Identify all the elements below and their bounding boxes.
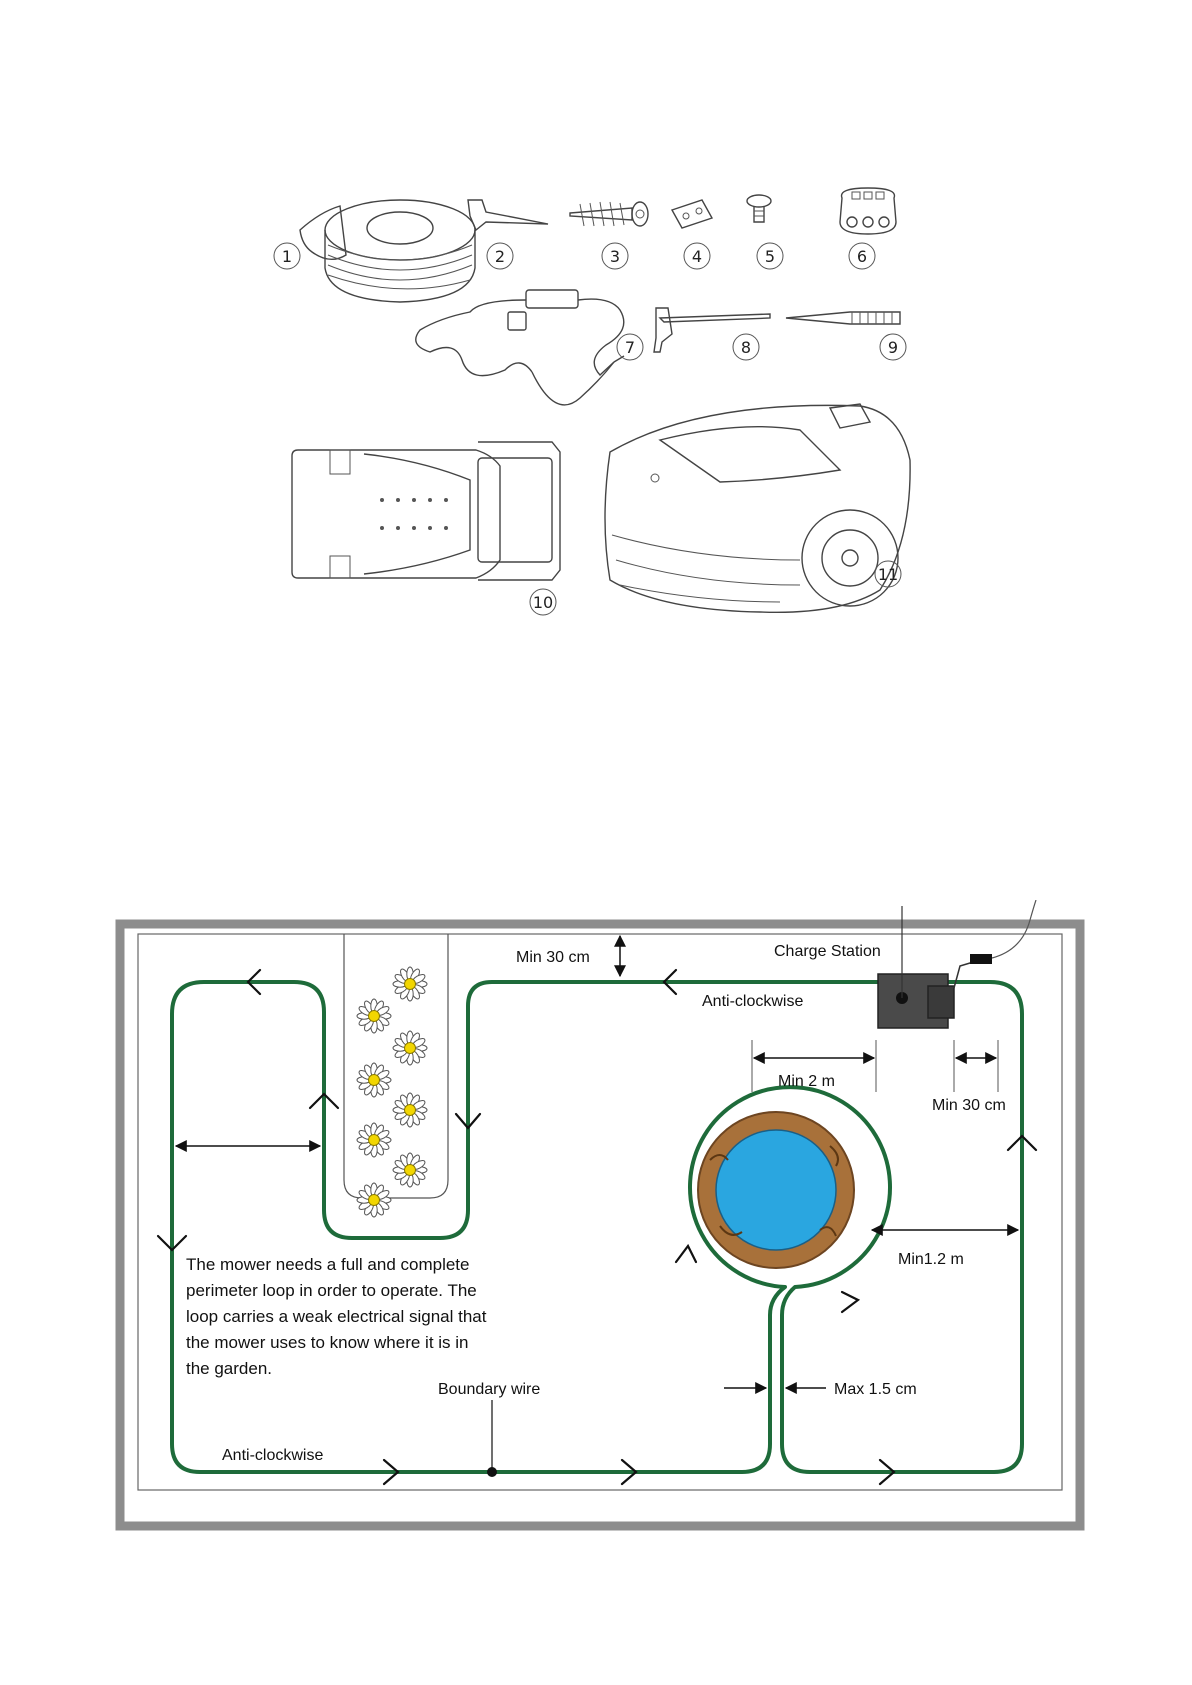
part-number-5: 5 [757, 243, 783, 269]
daisy-flower [393, 1093, 427, 1127]
daisy-flower [357, 1063, 391, 1097]
charge-station [878, 900, 1036, 1028]
part-pen-tool [786, 312, 900, 324]
dimension-min-2m: Min 2 m [752, 1040, 876, 1092]
direction-chevrons [158, 970, 1036, 1484]
svg-text:Min 30 cm: Min 30 cm [932, 1097, 1006, 1114]
part-charging-station [292, 442, 560, 580]
svg-text:6: 6 [857, 247, 867, 266]
svg-text:8: 8 [741, 338, 751, 357]
daisy-flower [357, 1123, 391, 1157]
boundary-wire-loop [172, 982, 1022, 1472]
anti-clockwise-top-label: Anti-clockwise [702, 993, 803, 1010]
part-connector [840, 188, 896, 234]
svg-text:The mower needs a full and com: The mower needs a full and complete [186, 1255, 470, 1274]
daisy-flower [393, 1031, 427, 1065]
part-mower [605, 404, 910, 612]
part-wire-spool [300, 200, 475, 302]
part-number-3: 3 [602, 243, 628, 269]
svg-text:the mower uses to know where i: the mower uses to know where it is in [186, 1333, 469, 1352]
anti-clockwise-bottom-label: Anti-clockwise [222, 1447, 323, 1464]
part-number-10: 10 [530, 589, 556, 615]
svg-text:7: 7 [625, 338, 635, 357]
dimension-min-30cm-top: Min 30 cm [516, 936, 620, 976]
daisy-flower [393, 1153, 427, 1187]
svg-text:Min 30 cm: Min 30 cm [516, 949, 590, 966]
station-dots [380, 498, 448, 530]
part-number-1: 1 [274, 243, 300, 269]
pond [698, 1112, 854, 1268]
explanation-paragraph: The mower needs a full and complete peri… [186, 1255, 487, 1378]
part-number-4: 4 [684, 243, 710, 269]
part-peg [468, 200, 548, 230]
part-handle-tool [654, 308, 770, 352]
svg-text:1: 1 [282, 247, 292, 266]
boundary-wire-callout: Boundary wire [438, 1381, 540, 1477]
part-power-supply [416, 290, 624, 405]
part-blade [672, 200, 712, 228]
daisy-flower [393, 967, 427, 1001]
svg-text:Boundary wire: Boundary wire [438, 1381, 540, 1398]
dimension-max-1-5cm: Max 1.5 cm [724, 1381, 917, 1398]
svg-text:2: 2 [495, 247, 505, 266]
flowers [357, 967, 427, 1217]
flower-bed [344, 934, 448, 1198]
dimension-min-1-2m: Min1.2 m [872, 1230, 1018, 1268]
svg-text:5: 5 [765, 247, 775, 266]
parts-illustration: 1 2 3 4 5 6 7 8 9 10 11 [0, 0, 1192, 660]
svg-text:11: 11 [878, 565, 898, 584]
part-number-11: 11 [875, 561, 901, 587]
daisy-flower [357, 1183, 391, 1217]
svg-text:10: 10 [533, 593, 553, 612]
svg-text:9: 9 [888, 338, 898, 357]
charge-station-label: Charge Station [774, 943, 881, 960]
daisy-flower [357, 999, 391, 1033]
boundary-layout-diagram: Min 30 cm Charge Station Anti-clockwise … [0, 900, 1192, 1560]
part-screw [570, 202, 648, 226]
part-number-9: 9 [880, 334, 906, 360]
part-number-6: 6 [849, 243, 875, 269]
svg-text:perimeter loop in order to ope: perimeter loop in order to operate. The [186, 1281, 477, 1300]
svg-text:3: 3 [610, 247, 620, 266]
svg-text:the garden.: the garden. [186, 1359, 272, 1378]
part-number-8: 8 [733, 334, 759, 360]
svg-text:Min1.2 m: Min1.2 m [898, 1251, 964, 1268]
part-number-7: 7 [617, 334, 643, 360]
svg-text:4: 4 [692, 247, 702, 266]
svg-text:Max 1.5 cm: Max 1.5 cm [834, 1381, 917, 1398]
part-blade-screw [747, 195, 771, 222]
part-number-2: 2 [487, 243, 513, 269]
svg-text:loop carries a weak electrical: loop carries a weak electrical signal th… [186, 1307, 487, 1326]
dimension-min-30cm-right: Min 30 cm [932, 1040, 1006, 1114]
svg-text:Min 2 m: Min 2 m [778, 1073, 835, 1090]
